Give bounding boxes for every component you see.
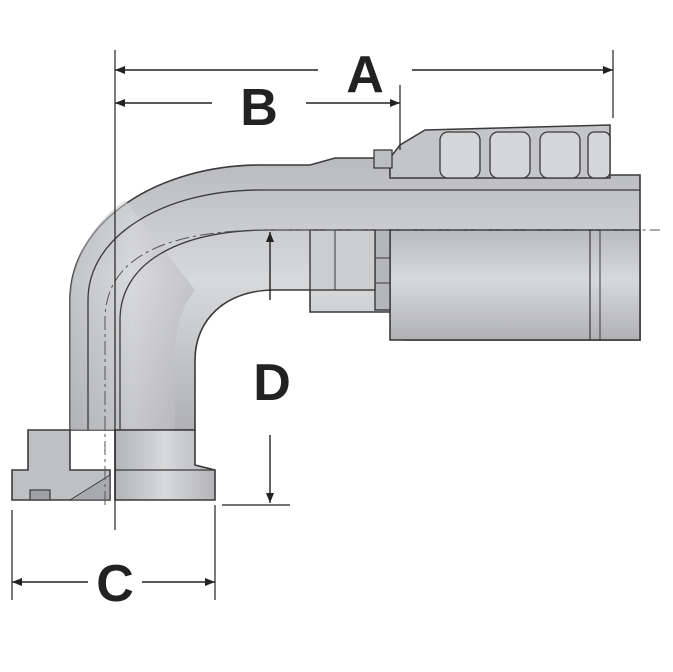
dimension-a: A [115,46,613,104]
fitting-body [11,124,641,501]
dim-a-label: A [346,46,384,104]
elbow-bore-line-inner [119,229,310,430]
socket-body [389,229,641,341]
dim-b-label: B [240,79,278,137]
center-lines [104,229,660,505]
dim-d-label: D [253,354,291,412]
dimension-c: C [12,555,215,613]
centerline-bend [104,229,660,505]
crimp-ridge-1 [439,131,481,179]
dimension-b: B [115,79,400,137]
flange-shoulder [68,474,111,501]
nipple-section [309,229,376,291]
flange-bolt-slot [29,489,51,501]
elbow-vertical-leg [70,200,195,430]
dimension-d: D [253,232,291,503]
socket-ring [374,229,391,311]
crimp-collar-tab [373,149,393,169]
dim-c-label: C [96,555,134,613]
crimp-ridge-4 [587,131,611,179]
flange-collar [114,429,216,501]
crimp-ridge-2 [489,131,531,179]
crimp-ridge-3 [539,131,581,179]
elbow-bore-line-outer [87,189,640,430]
